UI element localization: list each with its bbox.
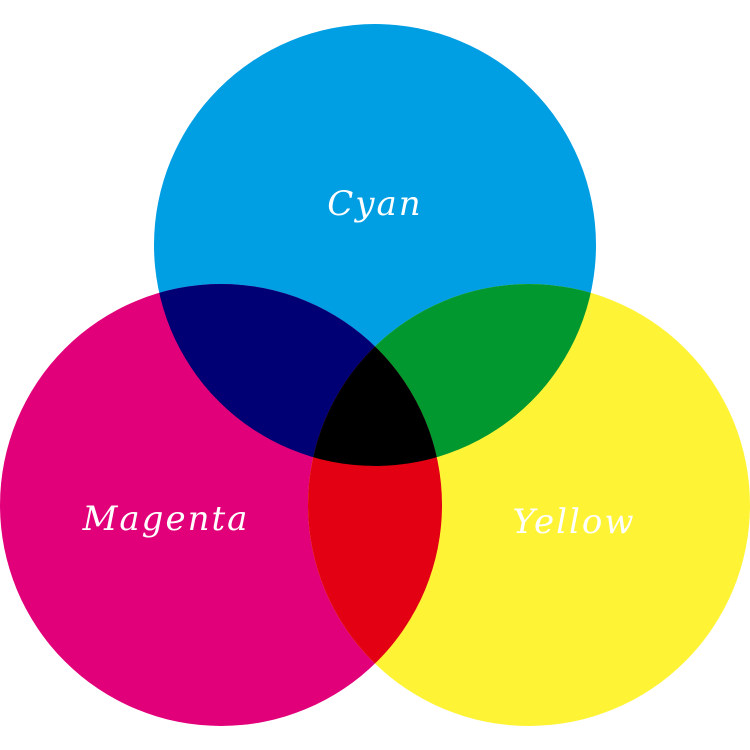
- cyan-magenta-overlap: [154, 284, 442, 466]
- yellow-label: Yellow: [513, 502, 636, 542]
- magenta-label: Magenta: [82, 499, 250, 539]
- cyan-yellow-overlap: [308, 284, 596, 466]
- cyan-label: Cyan: [327, 184, 422, 224]
